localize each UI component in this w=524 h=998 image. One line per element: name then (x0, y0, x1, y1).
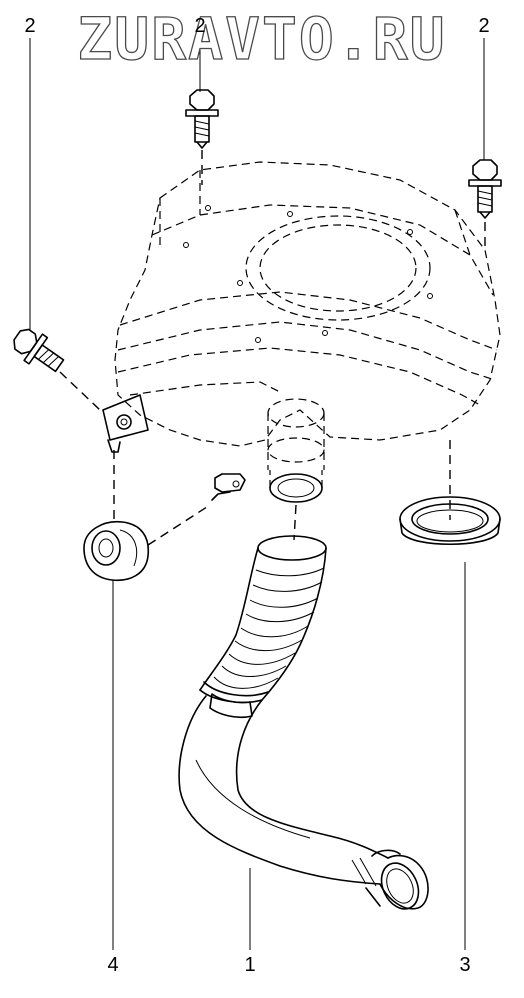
callout-bolt-top: 2 (194, 15, 206, 37)
air-cleaner-housing (114, 161, 501, 447)
callout-leader-lines (29, 38, 485, 950)
mount-pin (211, 473, 246, 501)
intake-hose (178, 535, 429, 910)
callout-seal-ring: 3 (459, 954, 471, 976)
callout-hose: 1 (244, 954, 256, 976)
bolt-axis-lines (59, 150, 486, 546)
seal-ring (399, 496, 501, 545)
bolt-left (13, 328, 65, 373)
callout-bolt-left: 2 (24, 15, 36, 37)
callout-bolt-right: 2 (478, 15, 490, 37)
housing-outlet-spigot (267, 398, 325, 503)
bolt-right (468, 159, 502, 219)
housing-mount-bracket (102, 394, 149, 453)
callout-grommet: 4 (107, 954, 119, 976)
bolt-top (185, 89, 219, 149)
rubber-grommet (83, 521, 150, 582)
